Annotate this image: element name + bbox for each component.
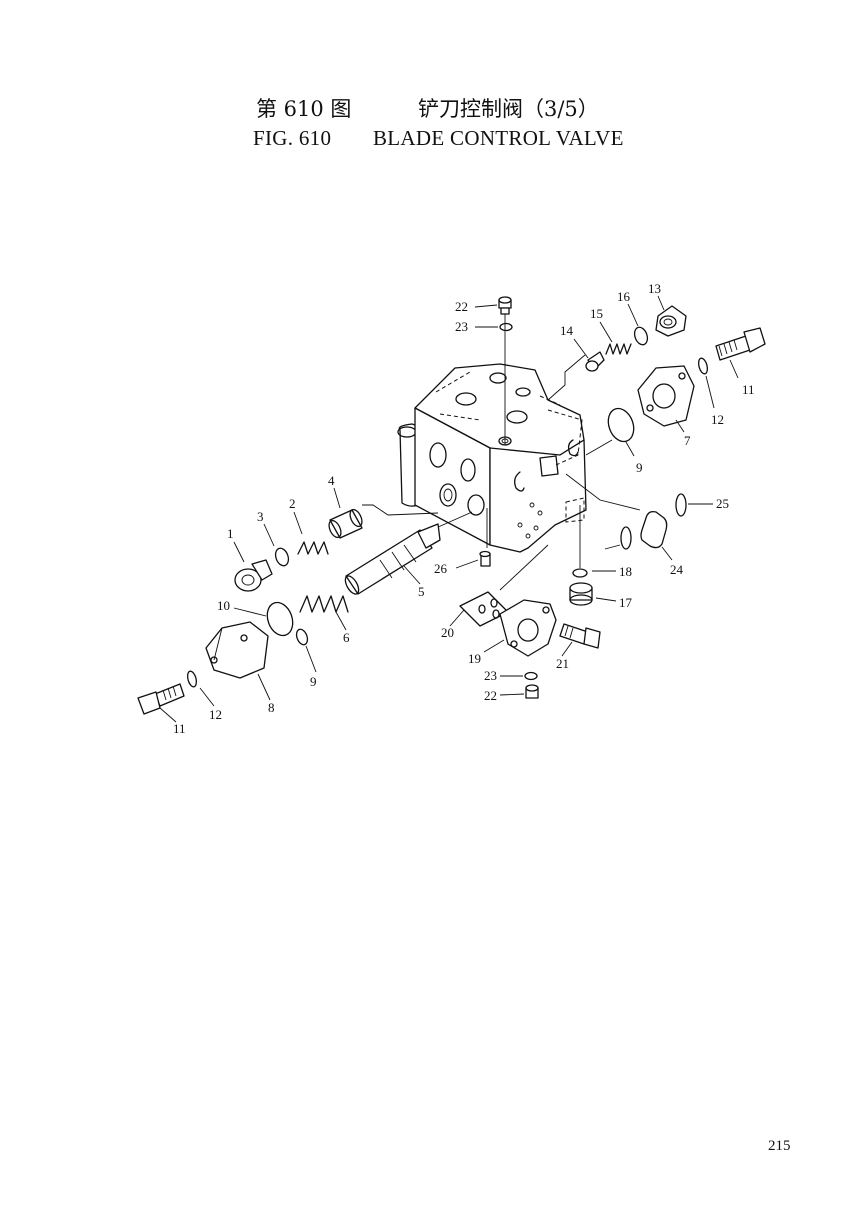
- part-14-poppet: [585, 351, 605, 372]
- callout-14: 14: [560, 323, 574, 338]
- part-11-bolt-left: [137, 683, 185, 715]
- callout-24: 24: [670, 562, 684, 577]
- part-25-oring-left: [620, 526, 632, 550]
- part-5-spool: [344, 523, 441, 595]
- part-19-flange: [499, 599, 557, 657]
- callout-21: 21: [556, 656, 569, 671]
- callout-23-bottom: 23: [484, 668, 497, 683]
- part-2-spring: [297, 541, 329, 555]
- part-11-bolt-right: [715, 327, 766, 361]
- callout-11-left: 11: [173, 721, 186, 736]
- callout-17: 17: [619, 595, 633, 610]
- part-17-plug: [569, 582, 593, 606]
- part-26-plug: [479, 550, 491, 567]
- callout-10: 9: [310, 674, 317, 689]
- callout-7: 7: [684, 433, 691, 448]
- callout-2: 2: [289, 496, 296, 511]
- part-23-oring-top: [499, 322, 513, 332]
- part-22-plug-top: [498, 296, 512, 315]
- callout-6: 6: [343, 630, 350, 645]
- callout-13: 13: [648, 281, 661, 296]
- part-25-oring-right: [675, 493, 687, 517]
- part-18-oring: [572, 568, 588, 578]
- part-15-spring: [605, 343, 632, 355]
- part-13-plug: [655, 305, 687, 337]
- callout-22-bottom: 22: [484, 688, 497, 703]
- part-7-flange-right: [637, 365, 695, 427]
- figure-number-en: FIG. 610: [253, 126, 332, 150]
- part-22-plug-bottom: [525, 684, 539, 699]
- part-12-washer-left: [186, 670, 198, 688]
- callout-26: 26: [434, 561, 448, 576]
- callout-23-top: 23: [455, 319, 468, 334]
- callout-18: 18: [619, 564, 632, 579]
- part-4-sleeve: [328, 508, 363, 539]
- valve-body: [397, 363, 587, 553]
- part-1-plug: [234, 559, 273, 592]
- figure-number-cn: 第 610 图: [256, 97, 352, 121]
- figure-title-english: FIG. 610 BLADE CONTROL VALVE: [0, 126, 860, 154]
- part-20-gasket: [459, 591, 509, 627]
- part-24-gasket: [640, 510, 668, 549]
- callout-19: 19: [468, 651, 481, 666]
- callout-25-right: 25: [716, 496, 729, 511]
- callout-22-top: 22: [455, 299, 468, 314]
- callout-9-right: 9: [636, 460, 643, 475]
- callout-11-right: 11: [742, 382, 755, 397]
- callout-leaders: [159, 295, 739, 723]
- part-8-flange-left: [205, 621, 269, 679]
- part-9-oring-left: [266, 601, 294, 637]
- part-12-washer-right: [697, 357, 709, 375]
- callout-16: 16: [617, 289, 631, 304]
- callout-15: 15: [590, 306, 603, 321]
- callout-8: 8: [268, 700, 275, 715]
- figure-name-en: BLADE CONTROL VALVE: [373, 126, 624, 150]
- figure-name-cn: 铲刀控制阀（3/5）: [418, 97, 599, 121]
- part-16-oring: [633, 326, 649, 346]
- callout-1: 1: [227, 526, 234, 541]
- callout-4: 4: [328, 473, 335, 488]
- callout-9-left: 10: [217, 598, 230, 613]
- part-21-bolt: [559, 623, 601, 649]
- callout-12-right: 12: [711, 412, 724, 427]
- part-9-oring-right: [607, 407, 635, 443]
- callout-5: 5: [418, 584, 425, 599]
- callout-20: 20: [441, 625, 454, 640]
- callout-3: 3: [257, 509, 264, 524]
- part-6-spring: [299, 595, 349, 613]
- part-10-oring: [295, 628, 309, 646]
- callout-12-left: 12: [209, 707, 222, 722]
- page-number: 215: [768, 1138, 791, 1154]
- figure-title-chinese: 第 610 图 铲刀控制阀（3/5）: [0, 93, 860, 123]
- callout-labels: 22 23 13 16 15 14 11 12 7 9 25 24 18 17 …: [173, 281, 755, 736]
- part-23-oring-bottom: [524, 671, 538, 681]
- part-3-oring: [274, 547, 290, 567]
